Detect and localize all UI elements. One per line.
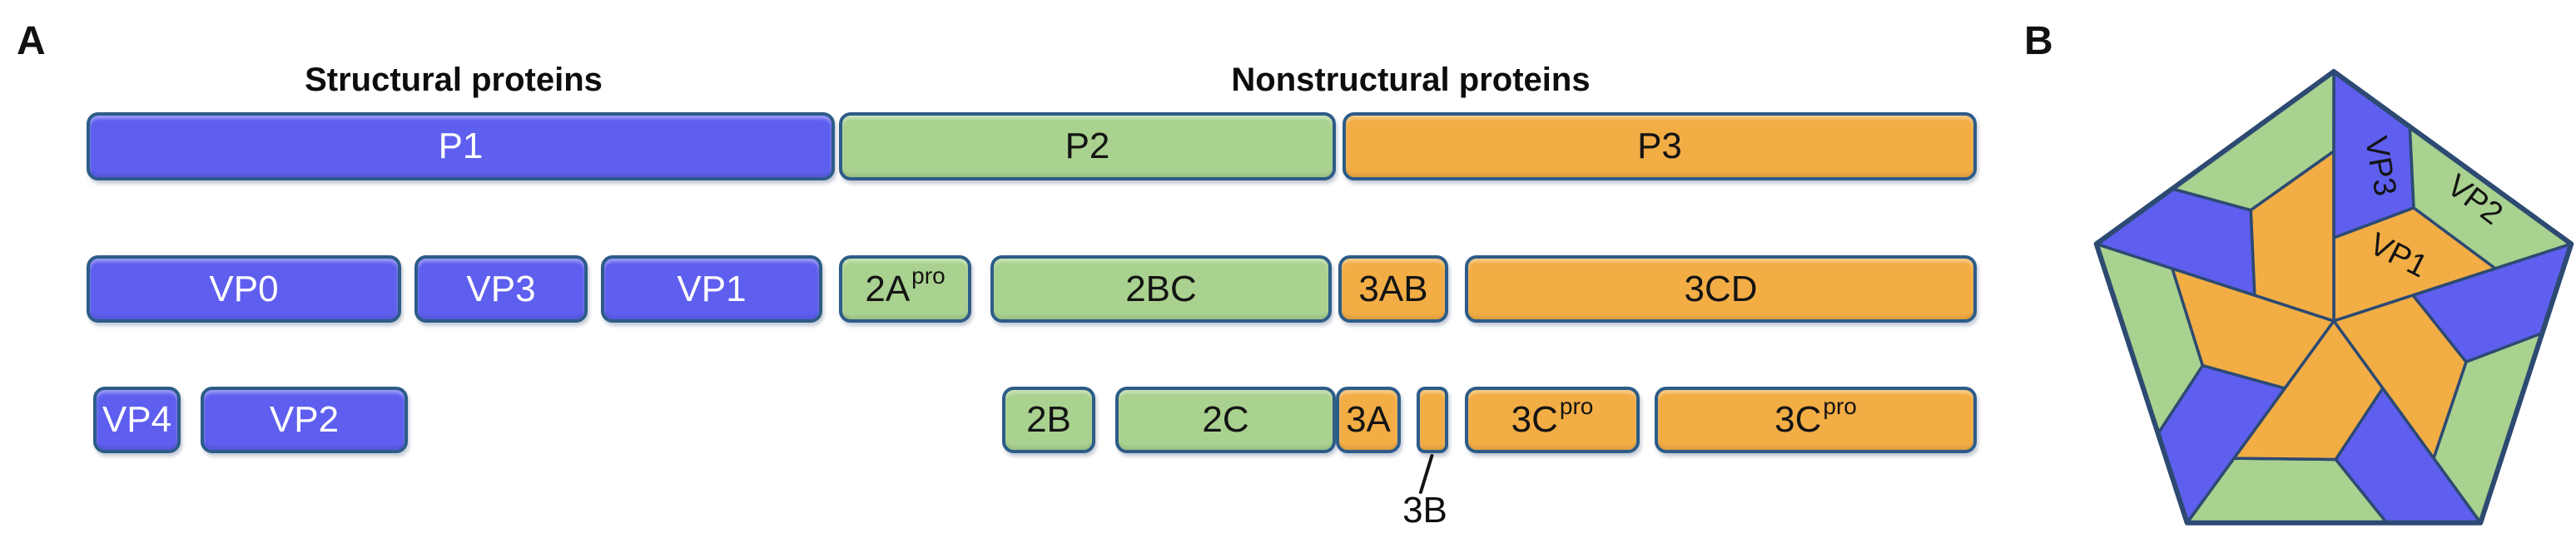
box-vp3: VP3 <box>414 255 588 323</box>
box-2a-label: 2A <box>865 268 911 309</box>
3b-connector-line <box>1418 453 1434 495</box>
box-p3-label: P3 <box>1637 126 1682 166</box>
box-p3: P3 <box>1343 112 1977 180</box>
panel-b-label: B <box>2024 19 2053 63</box>
box-2c: 2C <box>1115 387 1336 453</box>
box-vp4: VP4 <box>93 387 181 453</box>
pentagon-outline <box>2093 69 2574 526</box>
pentagon-orange-piece <box>2249 150 2335 323</box>
box-3a-label: 3A <box>1346 399 1391 440</box>
3b-callout-label: 3B <box>1402 490 1447 531</box>
box-3ab-label: 3AB <box>1358 268 1428 309</box>
capsid-pentagon-diagram: VP3 VP2 VP1 <box>2093 69 2574 526</box>
box-p1: P1 <box>87 112 835 180</box>
box-p2-label: P2 <box>1065 126 1110 166</box>
pentagon-pieces <box>2094 70 2574 525</box>
box-vp2-label: VP2 <box>269 399 340 440</box>
box-3c-pro-1-sup: pro <box>1559 393 1594 419</box>
box-3b <box>1417 387 1448 453</box>
box-2b: 2B <box>1002 387 1095 453</box>
box-vp4-label: VP4 <box>102 399 172 440</box>
box-2bc-label: 2BC <box>1125 268 1197 309</box>
panel-a-label: A <box>17 19 46 63</box>
heading-nonstructural-proteins: Nonstructural proteins <box>1231 62 1591 98</box>
box-vp1-label: VP1 <box>677 268 747 309</box>
box-3c-pro-2-sup: pro <box>1823 393 1857 419</box>
box-3cd: 3CD <box>1465 255 1977 323</box>
box-p2: P2 <box>839 112 1336 180</box>
box-3cd-label: 3CD <box>1684 268 1758 309</box>
box-3a: 3A <box>1336 387 1401 453</box>
box-3ab: 3AB <box>1338 255 1448 323</box>
heading-structural-proteins: Structural proteins <box>305 62 603 98</box>
box-p1-label: P1 <box>438 126 484 166</box>
box-vp2: VP2 <box>201 387 408 453</box>
box-3c-pro-1-label: 3C <box>1511 399 1558 440</box>
box-2b-label: 2B <box>1026 399 1071 440</box>
box-vp0-label: VP0 <box>209 268 279 309</box>
box-2c-label: 2C <box>1202 399 1249 440</box>
box-vp0: VP0 <box>87 255 401 323</box>
box-2a-sup: pro <box>911 262 946 289</box>
box-3c-pro-2-label: 3C <box>1774 399 1822 440</box>
box-2bc: 2BC <box>990 255 1332 323</box>
box-vp1: VP1 <box>601 255 822 323</box>
box-vp3-label: VP3 <box>466 268 536 309</box>
